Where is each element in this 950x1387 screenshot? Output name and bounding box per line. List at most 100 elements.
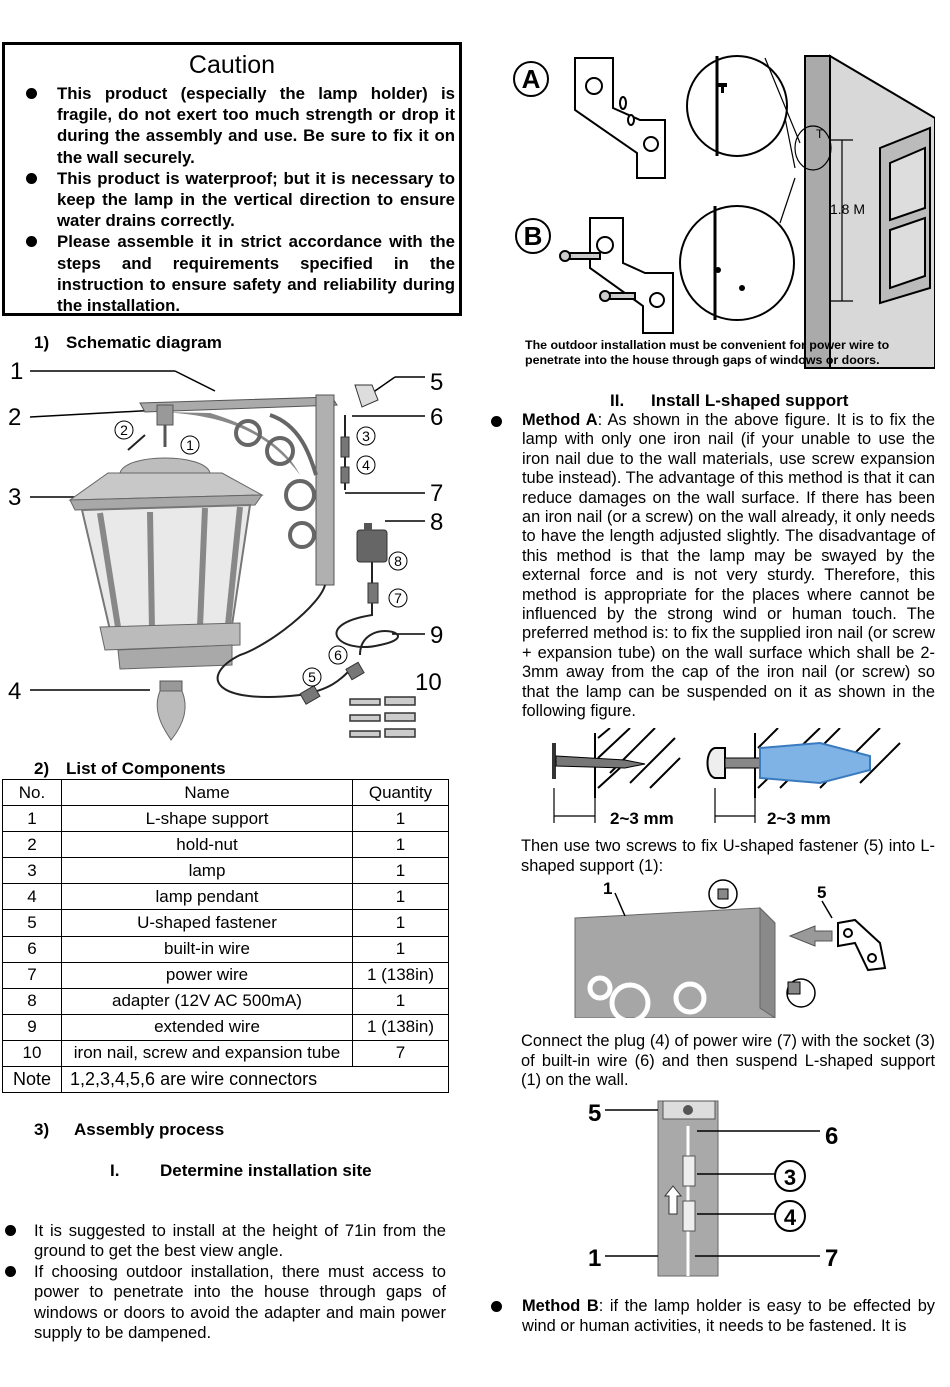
circled-label: 6 xyxy=(334,647,342,663)
circled-label: 8 xyxy=(394,553,402,569)
lamp-pendant-icon xyxy=(156,680,186,742)
table-note-row: Note 1,2,3,4,5,6 are wire connectors xyxy=(2,1066,449,1094)
section-1-number: 1) xyxy=(34,333,50,352)
callout-label: 4 xyxy=(8,678,21,705)
screw-fastener-figure: 1 5 xyxy=(574,879,887,1018)
column-header: No. xyxy=(2,778,62,807)
section-3-title: Assembly process xyxy=(74,1120,225,1139)
mount-label: 5 xyxy=(588,1100,601,1127)
adapter-icon xyxy=(356,523,388,563)
method-b-paragraph: Method B: if the lamp holder is easy to … xyxy=(491,1296,935,1336)
iron-nail-icon xyxy=(552,743,646,779)
bullet-icon xyxy=(491,1301,502,1312)
bracket-a-icon xyxy=(574,57,666,179)
connect-paragraph: Connect the plug (4) of power wire (7) w… xyxy=(521,1032,935,1090)
zoom-circle-b xyxy=(679,205,795,321)
circled-label: 1 xyxy=(186,437,194,453)
circled-label: 4 xyxy=(362,457,370,473)
screw-icon xyxy=(349,696,416,738)
caution-item: This product is waterproof; but it is ne… xyxy=(21,168,455,232)
note-label: Note xyxy=(2,1066,62,1094)
column-header: Name xyxy=(61,778,353,807)
nail-gap-figure: 2~3 mm 2~3 mm xyxy=(552,728,901,828)
l-bracket-icon xyxy=(139,394,338,586)
gap-label-left: 2~3 mm xyxy=(610,809,674,828)
figure-caption: The outdoor installation must be conveni… xyxy=(525,338,890,367)
callout-label: 2 xyxy=(8,404,21,431)
arrow-up-icon xyxy=(663,1185,683,1215)
schematic-diagram: 1 2 3 4 5 6 7 8 9 10 1 2 3 4 5 6 7 8 xyxy=(8,358,443,742)
figure-label-b: B xyxy=(524,221,543,251)
figure-label-1: 1 xyxy=(603,879,612,898)
callout-label: 1 xyxy=(10,358,23,385)
u-fastener-icon xyxy=(354,384,379,408)
screws-paragraph: Then use two screws to fix U-shaped fast… xyxy=(521,837,935,875)
bullet-icon xyxy=(26,88,37,99)
mount-label: 1 xyxy=(588,1245,601,1272)
rotate-screw-icon xyxy=(786,978,816,1008)
site-bullets: It is suggested to install at the height… xyxy=(2,1221,446,1343)
circled-label: 2 xyxy=(120,422,128,438)
list-item: It is suggested to install at the height… xyxy=(2,1221,446,1262)
bullet-icon xyxy=(5,1225,16,1236)
table-header-row: No. Name Quantity xyxy=(2,778,449,807)
hold-nut-icon xyxy=(156,404,174,426)
section-3-number: 3) xyxy=(34,1120,50,1139)
caution-item: Please assemble it in strict accordance … xyxy=(21,231,455,316)
note-text: 1,2,3,4,5,6 are wire connectors xyxy=(61,1066,449,1094)
callout-label: 8 xyxy=(430,509,443,536)
section-2-title: List of Components xyxy=(66,759,226,778)
mount-figure: 5 6 3 4 1 7 xyxy=(588,1100,838,1277)
list-item: If choosing outdoor installation, there … xyxy=(2,1262,446,1344)
caution-list: This product (especially the lamp holder… xyxy=(21,83,455,316)
callout-label: 3 xyxy=(8,484,21,511)
method-b-label: Method B xyxy=(522,1297,599,1315)
step-1-title: Determine installation site xyxy=(160,1161,372,1180)
method-a-label: Method A xyxy=(522,411,598,429)
arrow-left-icon xyxy=(788,925,833,947)
method-b-text: : if the lamp holder is easy to be effec… xyxy=(522,1297,935,1335)
mount-label: 3 xyxy=(784,1165,796,1190)
caution-box: Caution This product (especially the lam… xyxy=(2,42,462,316)
callout-label: 7 xyxy=(430,480,443,507)
rotate-screw-icon xyxy=(708,879,738,909)
mount-label: 6 xyxy=(825,1123,838,1150)
step-2-title: Install L-shaped support xyxy=(651,391,849,410)
window-icon xyxy=(879,126,931,305)
expansion-screw-icon xyxy=(706,741,871,785)
svg-text:T: T xyxy=(816,127,824,141)
column-header: Quantity xyxy=(352,778,449,807)
caution-title: Caution xyxy=(188,51,276,79)
bullet-icon xyxy=(26,236,37,248)
mount-label: 7 xyxy=(825,1245,838,1272)
u-fastener-icon xyxy=(837,918,887,972)
screw-icon xyxy=(559,250,636,302)
circled-label: 7 xyxy=(394,590,402,606)
bullet-icon xyxy=(26,172,37,184)
figure-method-ab: A B 1.8 M T xyxy=(513,54,935,369)
figure-label-a: A xyxy=(522,64,541,94)
callout-label: 6 xyxy=(430,404,443,431)
circled-label: 5 xyxy=(308,669,316,685)
method-a-text: : As shown in the above figure. It is to… xyxy=(522,411,936,721)
bracket-b-icon xyxy=(589,217,674,334)
lamp-icon xyxy=(68,425,264,670)
callout-label: 10 xyxy=(415,669,442,696)
bullet-icon xyxy=(5,1265,16,1277)
height-label: 1.8 M xyxy=(830,201,865,217)
step-2-number: II. xyxy=(610,391,625,410)
connector-icon xyxy=(682,1155,696,1232)
circled-label: 3 xyxy=(362,428,370,444)
figure-label-5: 5 xyxy=(817,883,826,902)
method-a-paragraph: Method A: As shown in the above figure. … xyxy=(491,411,935,722)
section-1-title: Schematic diagram xyxy=(66,333,222,352)
section-2-number: 2) xyxy=(34,759,50,778)
step-1-number: I. xyxy=(110,1161,120,1180)
gap-label-right: 2~3 mm xyxy=(767,809,831,828)
